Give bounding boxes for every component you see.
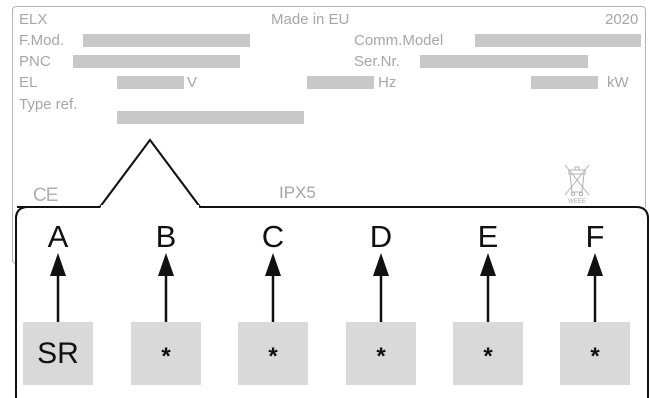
pnc-label: PNC	[19, 53, 51, 70]
code-value-f: *	[590, 342, 600, 370]
crossed-bin-glyph	[564, 164, 590, 197]
pnc-redacted-value	[73, 55, 240, 68]
position-letter-d: D	[369, 219, 393, 254]
el-label: EL	[19, 74, 38, 91]
ip-rating-label: IPX5	[279, 183, 316, 202]
ser-nr-redacted-value	[420, 55, 588, 68]
position-letter-f: F	[585, 219, 605, 254]
code-value-c: *	[268, 342, 278, 370]
code-box-f: *	[560, 322, 630, 385]
weee-bin-icon: WEEE	[559, 161, 599, 209]
comm-model-label: Comm.Model	[354, 32, 444, 49]
weee-label: WEEE	[568, 199, 586, 205]
frequency-redacted-value	[307, 76, 374, 89]
origin-label: Made in EU	[271, 11, 350, 28]
ce-mark-icon: CE	[33, 185, 58, 206]
position-letter-e: E	[477, 219, 499, 254]
position-letter-b: B	[155, 219, 177, 254]
position-letter-c: C	[261, 219, 285, 254]
code-box-d: *	[346, 322, 416, 385]
type-ref-redacted-value	[117, 111, 304, 124]
comm-model-redacted-value	[475, 34, 641, 47]
year-label: 2020	[605, 11, 639, 28]
code-value-d: *	[376, 342, 386, 370]
brand-label: ELX	[19, 11, 48, 28]
voltage-redacted-value	[117, 76, 184, 89]
code-box-b: *	[131, 322, 201, 385]
power-redacted-value	[531, 76, 598, 89]
code-value-a: SR	[37, 336, 79, 370]
frequency-unit: Hz	[378, 74, 397, 91]
code-box-e: *	[453, 322, 523, 385]
fmod-label: F.Mod.	[19, 32, 65, 49]
code-value-e: *	[483, 342, 493, 370]
voltage-unit: V	[187, 74, 198, 91]
code-box-c: *	[238, 322, 308, 385]
code-box-a: SR	[23, 322, 93, 385]
fmod-redacted-value	[83, 34, 250, 47]
type-ref-label: Type ref.	[19, 96, 78, 113]
ser-nr-label: Ser.Nr.	[354, 53, 400, 70]
code-value-b: *	[161, 342, 171, 370]
position-letter-a: A	[47, 219, 69, 254]
power-unit: kW	[607, 74, 629, 91]
